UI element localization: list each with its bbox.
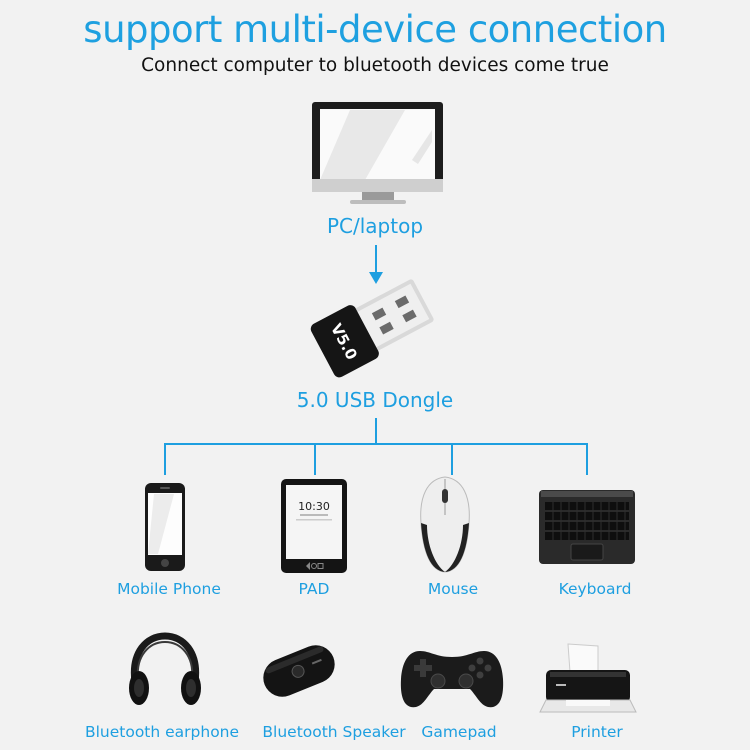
branch-pad-line — [314, 443, 316, 475]
mouse-icon — [420, 476, 470, 573]
branch-mobile-line — [164, 443, 166, 475]
device-label-printer: Printer — [571, 723, 623, 741]
gamepad-icon — [400, 651, 504, 708]
tree-branch-line — [164, 443, 588, 445]
tablet-icon: 10:30 — [281, 479, 347, 573]
monitor-icon — [312, 102, 443, 204]
usb-dongle-icon: V5.0 — [310, 279, 434, 378]
arrow-down-icon — [369, 272, 383, 284]
connector-arrow-line — [375, 245, 377, 275]
tablet-clock: 10:30 — [298, 500, 330, 513]
device-label-mobile-phone: Mobile Phone — [117, 580, 221, 598]
printer-icon — [539, 643, 637, 713]
device-label-pad: PAD — [298, 580, 330, 598]
mobile-phone-icon — [145, 483, 185, 571]
device-label-bluetooth-earphone: Bluetooth earphone — [84, 723, 240, 741]
device-label-keyboard: Keyboard — [558, 580, 632, 598]
pc-label: PC/laptop — [326, 214, 424, 238]
page-subtitle: Connect computer to bluetooth devices co… — [141, 55, 609, 76]
device-label-gamepad: Gamepad — [421, 723, 497, 741]
device-label-mouse: Mouse — [427, 580, 479, 598]
branch-mouse-line — [451, 443, 453, 475]
device-label-bluetooth-speaker: Bluetooth Speaker — [262, 723, 406, 741]
keyboard-icon — [539, 490, 635, 564]
tree-trunk-line — [375, 418, 377, 444]
dongle-label: 5.0 USB Dongle — [296, 388, 454, 412]
headphones-icon — [129, 632, 201, 705]
speaker-icon — [263, 645, 335, 697]
page-title: support multi-device connection — [83, 8, 667, 51]
branch-keyboard-line — [586, 443, 588, 475]
